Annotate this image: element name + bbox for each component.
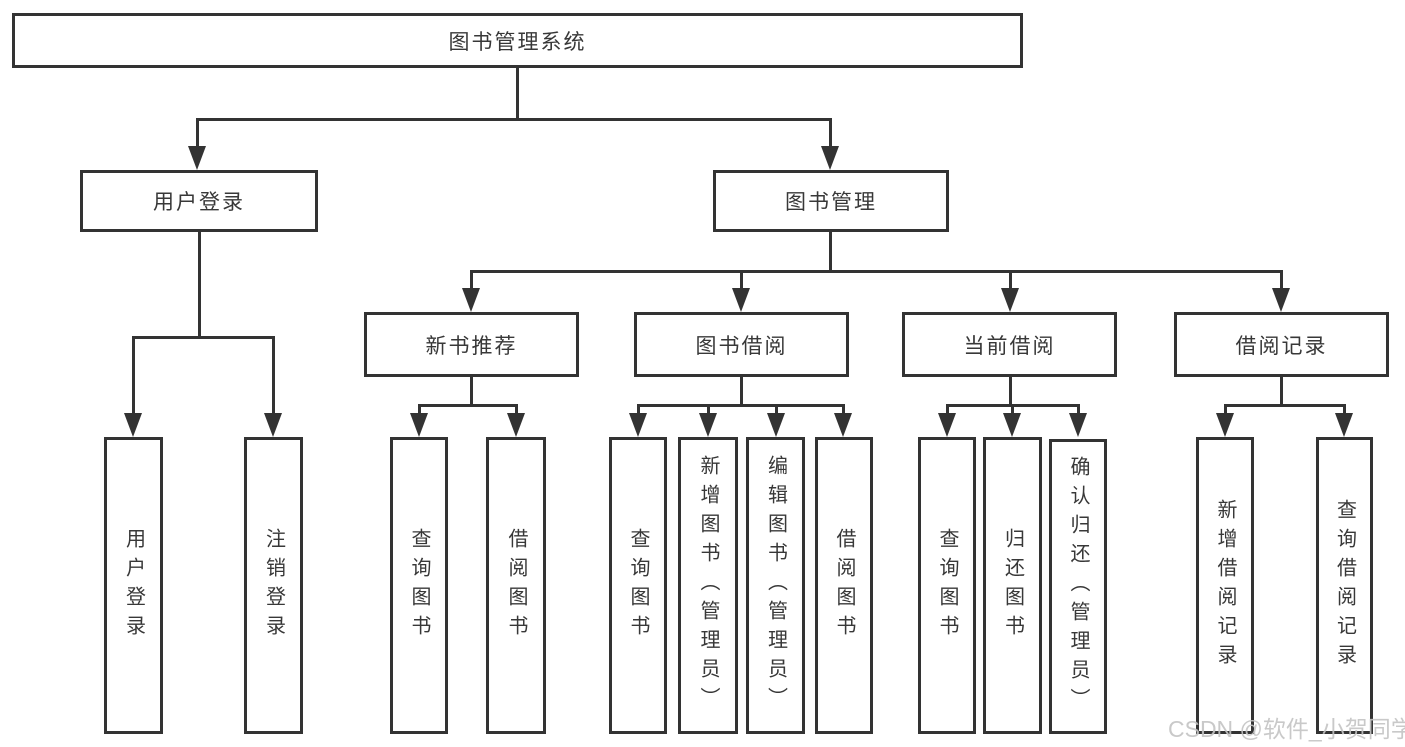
connector-line xyxy=(740,270,743,290)
connector-line xyxy=(1009,270,1012,290)
connector-line xyxy=(1280,270,1283,290)
connector-line xyxy=(132,336,135,415)
connector-line xyxy=(418,404,518,407)
node-confirm-return-admin: 确认归还（管理员） xyxy=(1049,439,1107,734)
node-current-borrowing: 当前借阅 xyxy=(902,312,1117,377)
node-return-books-label: 归还图书 xyxy=(1001,527,1024,644)
connector-line xyxy=(470,270,1282,273)
connector-line xyxy=(198,232,201,338)
arrow-down-icon xyxy=(462,288,480,312)
node-borrow-books-under-borrowing-label: 借阅图书 xyxy=(833,527,855,644)
node-query-borrow-record: 查询借阅记录 xyxy=(1316,437,1373,734)
node-current-borrowing-label: 当前借阅 xyxy=(963,334,1056,358)
connector-line xyxy=(196,118,832,121)
arrow-down-icon xyxy=(507,413,525,437)
node-borrow-books-under-recommend: 借阅图书 xyxy=(486,437,546,734)
connector-line xyxy=(1009,377,1012,406)
connector-line xyxy=(132,336,275,339)
node-book-borrowing-label: 图书借阅 xyxy=(695,334,788,358)
node-edit-books-admin: 编辑图书（管理员） xyxy=(746,437,805,734)
connector-line xyxy=(829,232,832,272)
connector-line xyxy=(637,404,845,407)
node-borrowing-records-label: 借阅记录 xyxy=(1235,334,1328,358)
connector-line xyxy=(272,336,275,415)
node-logout-leaf: 注销登录 xyxy=(244,437,303,734)
connector-line xyxy=(1280,377,1283,406)
connector-line xyxy=(842,404,845,415)
connector-line xyxy=(418,404,421,415)
node-book-management: 图书管理 xyxy=(713,170,949,232)
arrow-down-icon xyxy=(732,288,750,312)
connector-line xyxy=(740,377,743,406)
connector-line xyxy=(470,377,473,406)
node-add-books-admin-label: 新增图书（管理员） xyxy=(697,455,719,716)
node-query-books-under-borrowing-label: 查询图书 xyxy=(627,527,649,644)
arrow-down-icon xyxy=(1003,413,1021,437)
arrow-down-icon xyxy=(124,413,142,437)
connector-line xyxy=(1224,404,1345,407)
connector-line xyxy=(470,270,473,290)
connector-line xyxy=(515,404,518,415)
node-user-login-leaf-label: 用户登录 xyxy=(122,527,145,644)
arrow-down-icon xyxy=(264,413,282,437)
node-new-book-recommendation-label: 新书推荐 xyxy=(425,334,518,358)
node-query-books-under-recommend-label: 查询图书 xyxy=(408,527,430,644)
node-query-books-under-borrowing: 查询图书 xyxy=(609,437,667,734)
connector-line xyxy=(1224,404,1227,415)
node-user-login: 用户登录 xyxy=(80,170,318,232)
arrow-down-icon xyxy=(410,413,428,437)
node-add-borrow-record: 新增借阅记录 xyxy=(1196,437,1254,734)
node-new-book-recommendation: 新书推荐 xyxy=(364,312,579,377)
arrow-down-icon xyxy=(1272,288,1290,312)
node-library-system: 图书管理系统 xyxy=(12,13,1023,68)
arrow-down-icon xyxy=(1216,413,1234,437)
watermark: CSDN @软件_小贺同学 xyxy=(1168,716,1405,742)
node-user-login-label: 用户登录 xyxy=(153,191,245,214)
node-borrow-books-under-recommend-label: 借阅图书 xyxy=(505,527,527,644)
node-logout-leaf-label: 注销登录 xyxy=(262,527,285,644)
connector-line xyxy=(946,404,949,415)
node-return-books: 归还图书 xyxy=(983,437,1042,734)
arrow-down-icon xyxy=(767,413,785,437)
connector-line xyxy=(516,68,519,120)
connector-line xyxy=(829,118,832,148)
node-query-books-under-recommend: 查询图书 xyxy=(390,437,448,734)
node-user-login-leaf: 用户登录 xyxy=(104,437,163,734)
connector-line xyxy=(707,404,710,415)
arrow-down-icon xyxy=(699,413,717,437)
node-query-books-under-current-label: 查询图书 xyxy=(936,527,958,644)
node-library-system-label: 图书管理系统 xyxy=(448,30,587,54)
node-borrow-books-under-borrowing: 借阅图书 xyxy=(815,437,873,734)
connector-line xyxy=(775,404,778,415)
node-borrowing-records: 借阅记录 xyxy=(1174,312,1389,377)
connector-line xyxy=(1077,404,1080,415)
connector-line xyxy=(196,118,199,148)
node-confirm-return-admin-label: 确认归还（管理员） xyxy=(1067,456,1089,717)
connector-line xyxy=(637,404,640,415)
arrow-down-icon xyxy=(821,146,839,170)
arrow-down-icon xyxy=(938,413,956,437)
node-add-borrow-record-label: 新增借阅记录 xyxy=(1214,498,1236,673)
arrow-down-icon xyxy=(1069,413,1087,437)
node-edit-books-admin-label: 编辑图书（管理员） xyxy=(764,455,787,716)
connector-line xyxy=(1343,404,1346,415)
arrow-down-icon xyxy=(1001,288,1019,312)
node-query-books-under-current: 查询图书 xyxy=(918,437,976,734)
arrow-down-icon xyxy=(1335,413,1353,437)
node-book-borrowing: 图书借阅 xyxy=(634,312,849,377)
arrow-down-icon xyxy=(629,413,647,437)
arrow-down-icon xyxy=(834,413,852,437)
node-query-borrow-record-label: 查询借阅记录 xyxy=(1333,498,1356,673)
node-book-management-label: 图书管理 xyxy=(785,191,877,214)
arrow-down-icon xyxy=(188,146,206,170)
node-add-books-admin: 新增图书（管理员） xyxy=(678,437,738,734)
connector-line xyxy=(1011,404,1014,415)
